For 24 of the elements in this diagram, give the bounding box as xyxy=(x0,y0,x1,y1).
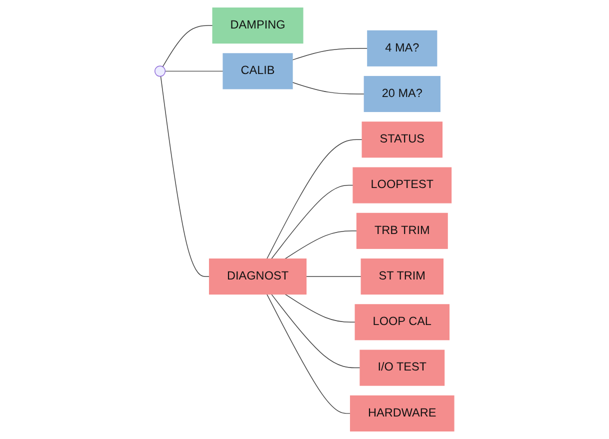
node-box: 20 MA? xyxy=(364,76,441,112)
connector xyxy=(292,82,365,94)
node-box: 4 MA? xyxy=(367,30,438,66)
connector xyxy=(284,230,358,260)
node-box: DAMPING xyxy=(212,8,304,44)
connector xyxy=(306,276,362,277)
connector xyxy=(164,70,224,72)
connector xyxy=(162,25,214,68)
connector xyxy=(271,184,354,260)
connector xyxy=(266,294,351,414)
connector xyxy=(271,294,360,368)
node-box: DIAGNOST xyxy=(209,258,307,295)
connector xyxy=(266,139,363,260)
node-box: TRB TRIM xyxy=(356,212,448,249)
connector xyxy=(284,294,356,323)
connector xyxy=(160,76,210,277)
connector xyxy=(292,48,368,60)
node-box: CALIB xyxy=(222,53,293,90)
node-box: I/O TEST xyxy=(360,350,445,386)
node-box: LOOP CAL xyxy=(354,304,450,340)
node-box: HARDWARE xyxy=(350,395,454,432)
node-box: LOOPTEST xyxy=(352,167,452,204)
node-box: ST TRIM xyxy=(360,258,444,295)
node-box: STATUS xyxy=(362,122,443,158)
